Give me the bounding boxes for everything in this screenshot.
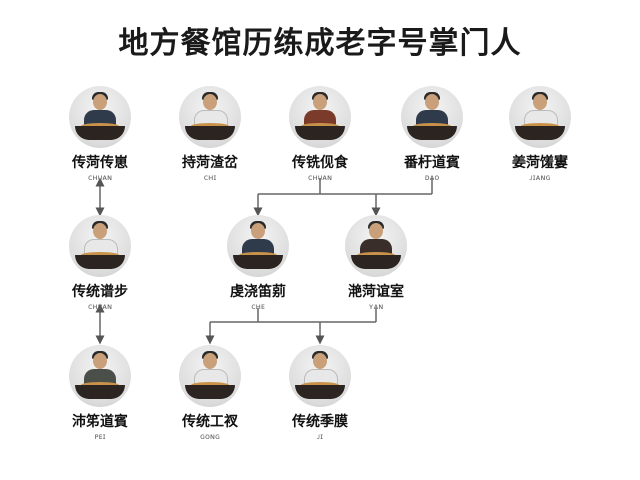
person-node: 传菏传崽 ᴄʜᴜᴀɴ bbox=[45, 86, 155, 182]
person-name: 沛笫道賓 bbox=[72, 414, 128, 430]
chef-portrait bbox=[289, 86, 351, 148]
person-name: 滟菏谊室 bbox=[348, 284, 404, 300]
person-caption: ᴄʜᴜᴀɴ bbox=[87, 173, 113, 182]
person-node: 传统谱步 ᴄʜᴜᴀɴ bbox=[45, 215, 155, 311]
person-name: 传菏传崽 bbox=[72, 155, 128, 171]
person-node: 传统季膜 ᴊɪ bbox=[265, 345, 375, 441]
person-caption: ᴄʜɪ bbox=[203, 173, 217, 182]
person-caption: ʏᴀɴ bbox=[368, 302, 384, 311]
chef-portrait bbox=[345, 215, 407, 277]
person-name: 传统季膜 bbox=[292, 414, 348, 430]
chef-portrait bbox=[69, 345, 131, 407]
chef-portrait bbox=[227, 215, 289, 277]
chef-portrait bbox=[179, 86, 241, 148]
person-caption: ᴘᴇɪ bbox=[94, 432, 106, 441]
person-node: 持菏渣岔 ᴄʜɪ bbox=[155, 86, 265, 182]
person-name: 番杅道賓 bbox=[404, 155, 460, 171]
person-caption: ᴄʜᴜᴀɴ bbox=[87, 302, 113, 311]
person-caption: ᴊɪ bbox=[316, 432, 324, 441]
person-caption: ᴊɪᴀɴɢ bbox=[529, 173, 551, 182]
person-node: 姜菏馐寠 ᴊɪᴀɴɢ bbox=[485, 86, 595, 182]
chef-portrait bbox=[289, 345, 351, 407]
chef-portrait bbox=[179, 345, 241, 407]
person-caption: ᴅᴀᴏ bbox=[424, 173, 440, 182]
person-caption: ᴄʜᴇ bbox=[251, 302, 265, 311]
chef-portrait bbox=[69, 86, 131, 148]
person-name: 持菏渣岔 bbox=[182, 155, 238, 171]
person-name: 姜菏馐寠 bbox=[512, 155, 568, 171]
person-node: 传统工衩 ɢᴏɴɢ bbox=[155, 345, 265, 441]
person-caption: ɢᴏɴɢ bbox=[199, 432, 221, 441]
person-name: 传统工衩 bbox=[182, 414, 238, 430]
chef-portrait bbox=[509, 86, 571, 148]
person-name: 传统谱步 bbox=[72, 284, 128, 300]
person-node: 虔浇笛莂 ᴄʜᴇ bbox=[203, 215, 313, 311]
chef-portrait bbox=[401, 86, 463, 148]
diagram-title: 地方餐馆历练成老字号掌门人 bbox=[118, 26, 522, 61]
person-node: 番杅道賓 ᴅᴀᴏ bbox=[377, 86, 487, 182]
person-node: 传铣伣食 ᴄʜᴜᴀɴ bbox=[265, 86, 375, 182]
chef-portrait bbox=[69, 215, 131, 277]
person-node: 滟菏谊室 ʏᴀɴ bbox=[321, 215, 431, 311]
person-caption: ᴄʜᴜᴀɴ bbox=[307, 173, 333, 182]
person-node: 沛笫道賓 ᴘᴇɪ bbox=[45, 345, 155, 441]
person-name: 虔浇笛莂 bbox=[230, 284, 286, 300]
person-name: 传铣伣食 bbox=[292, 155, 348, 171]
